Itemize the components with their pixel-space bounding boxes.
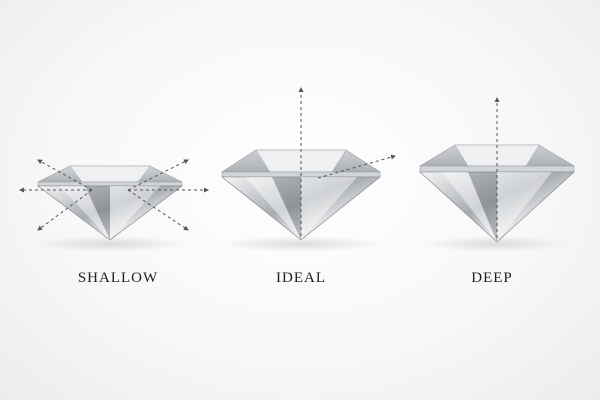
deep-diamond [418,97,576,252]
deep-shadow [423,236,571,252]
shallow-table [69,165,151,183]
shallow-shadow [32,236,188,252]
shallow-girdle [37,181,183,187]
ideal-arrow-right [317,154,396,179]
shallow-label: SHALLOW [77,270,159,286]
ideal-label: IDEAL [276,270,326,286]
shallow-arrow-down-right [127,189,189,231]
shallow-arrow-down-left [37,189,93,231]
ideal-diamond [219,87,396,252]
ideal-light-arrows [298,87,396,236]
shallow-arrow-up-right [127,159,189,191]
shallow-arrow-up-left [37,159,93,191]
shallow-diamond [19,159,209,252]
ideal-shadow [219,236,383,252]
deep-table [454,144,540,167]
deep-label: DEEP [471,270,513,286]
shallow-light-arrows [19,159,209,231]
